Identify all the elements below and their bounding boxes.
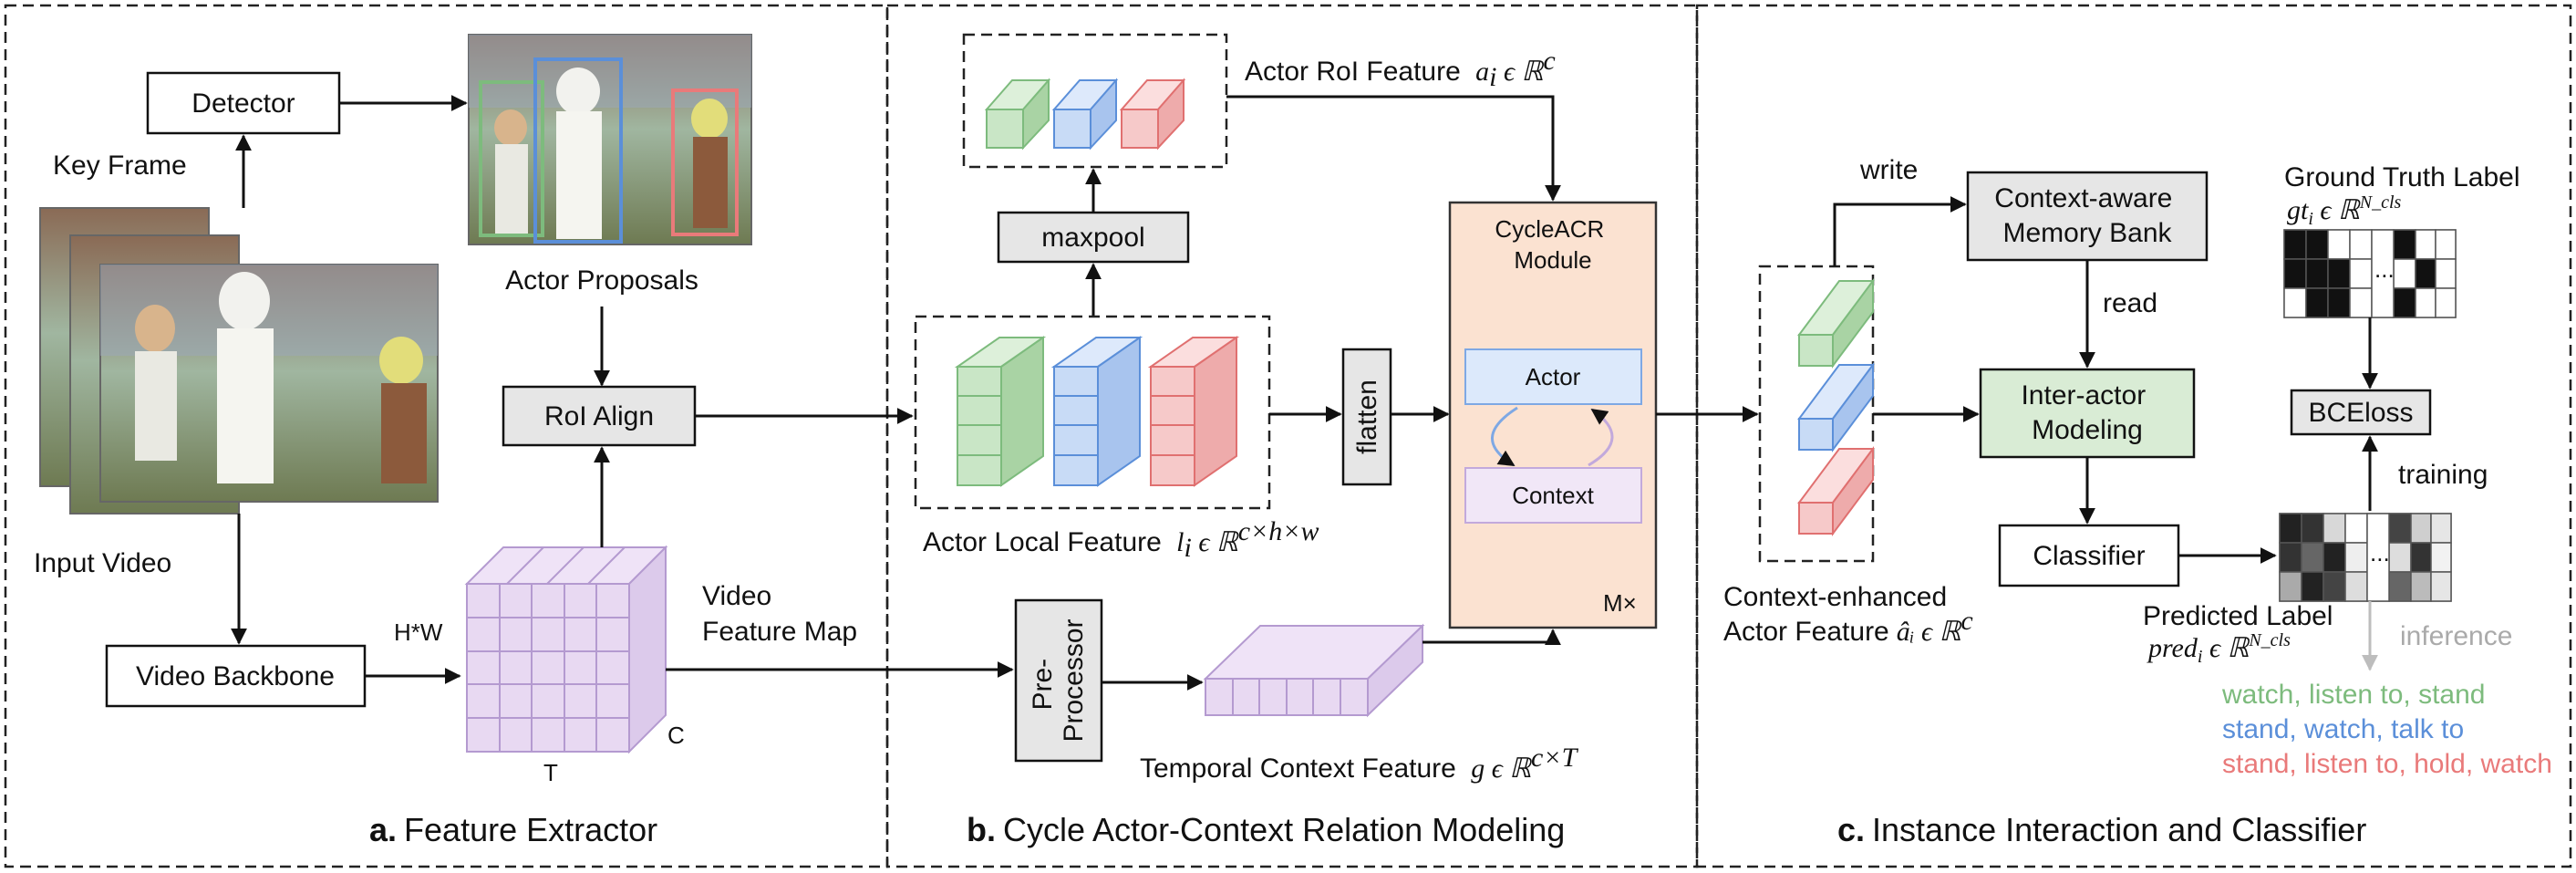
actor-local-feature-group bbox=[914, 315, 1271, 510]
cycleacr-module-box bbox=[1448, 201, 1658, 629]
flatten-label: flatten bbox=[1352, 379, 1382, 454]
detector-label: Detector bbox=[191, 88, 295, 119]
pre-processor-label: Pre- Processor bbox=[1028, 618, 1089, 742]
ground-truth-label: Ground Truth Label bbox=[2284, 162, 2520, 192]
panel-c-title: c.Instance Interaction and Classifier bbox=[1837, 811, 2366, 848]
key-frame-label: Key Frame bbox=[53, 151, 187, 181]
bceloss-label: BCEloss bbox=[2308, 398, 2413, 428]
roi-vector-red bbox=[1119, 78, 1186, 151]
video-feature-map-label-2: Feature Map bbox=[702, 617, 857, 647]
enhanced-vector-red bbox=[1797, 445, 1875, 537]
video-backbone-box bbox=[105, 644, 367, 708]
enhanced-vector-blue bbox=[1797, 361, 1875, 453]
context-inner-box bbox=[1464, 467, 1642, 524]
flatten-box bbox=[1341, 348, 1392, 486]
detection-box-green bbox=[479, 80, 544, 237]
mx-label: M× bbox=[1603, 589, 1637, 617]
video-feature-map-label-1: Video bbox=[702, 581, 771, 611]
actor-inner-box bbox=[1464, 348, 1642, 405]
c-label: C bbox=[667, 722, 685, 749]
actor-local-feature-label: Actor Local Feature li ϵ ℝc×h×w bbox=[923, 516, 1319, 563]
input-video-frames bbox=[39, 207, 439, 514]
cycle-arrow-left bbox=[1491, 406, 1518, 467]
video-feature-map-cube bbox=[464, 545, 668, 754]
local-block-green bbox=[954, 336, 1047, 487]
temporal-context-slab bbox=[1203, 623, 1425, 718]
pred-label-matrix bbox=[2279, 513, 2452, 602]
memory-bank-box bbox=[1966, 171, 2209, 262]
actor-inner-label: Actor bbox=[1526, 363, 1581, 390]
enhanced-vector-green bbox=[1797, 277, 1875, 369]
panel-c-border bbox=[1695, 4, 2572, 868]
roi-to-module-arrow bbox=[1226, 95, 1561, 202]
panel-a-title: a.Feature Extractor bbox=[369, 811, 657, 848]
roi-align-box bbox=[502, 385, 697, 447]
panel-b-title: b.Cycle Actor-Context Relation Modeling bbox=[967, 811, 1565, 848]
actor-proposals-label: Actor Proposals bbox=[505, 265, 698, 296]
pred-math: predi ϵ ℝN_cls bbox=[2147, 630, 2291, 667]
output-line-2: stand, watch, talk to bbox=[2222, 714, 2464, 744]
bceloss-box bbox=[2290, 389, 2432, 436]
t-label: T bbox=[543, 759, 558, 786]
local-block-red bbox=[1147, 336, 1240, 487]
cycle-arrow-right bbox=[1588, 408, 1614, 467]
training-label: training bbox=[2398, 460, 2488, 490]
actor-roi-feature-label: Actor RoI Feature ai ϵ ℝc bbox=[1245, 46, 1556, 92]
gt-math: gti ϵ ℝN_cls bbox=[2287, 192, 2402, 229]
temporal-context-label: Temporal Context Feature g ϵ ℝc×T bbox=[1140, 743, 1579, 784]
memory-bank-label: Context-aware Memory Bank bbox=[1994, 183, 2179, 248]
pred-ellipsis: ... bbox=[2370, 539, 2390, 566]
maxpool-label: maxpool bbox=[1041, 223, 1144, 253]
write-arrow bbox=[1833, 196, 1967, 266]
actor-roi-feature-group bbox=[962, 33, 1228, 169]
input-video-label: Input Video bbox=[34, 548, 171, 578]
temporal-to-module-arrow bbox=[1422, 629, 1561, 646]
read-label: read bbox=[2103, 288, 2157, 318]
roi-vector-green bbox=[984, 78, 1051, 151]
panel-a-border bbox=[4, 4, 889, 868]
inter-actor-box bbox=[1979, 368, 2196, 459]
cycleacr-module-title: CycleACR Module bbox=[1495, 215, 1610, 274]
classifier-label: Classifier bbox=[2033, 541, 2145, 571]
local-block-blue bbox=[1050, 336, 1143, 487]
gt-label-matrix bbox=[2283, 229, 2457, 318]
pre-processor-box bbox=[1014, 598, 1103, 763]
hw-label: H*W bbox=[394, 618, 443, 646]
context-inner-label: Context bbox=[1512, 482, 1594, 509]
predicted-label-title: Predicted Label bbox=[2143, 601, 2333, 631]
inter-actor-label: Inter-actor Modeling bbox=[2021, 380, 2153, 445]
detection-box-red bbox=[671, 88, 739, 236]
detector-box bbox=[146, 71, 341, 135]
roi-align-label: RoI Align bbox=[544, 401, 654, 431]
detection-box-blue bbox=[533, 57, 623, 244]
write-label: write bbox=[1859, 155, 1918, 185]
detection-image bbox=[468, 34, 752, 245]
output-line-3: stand, listen to, hold, watch bbox=[2222, 749, 2552, 779]
classifier-box bbox=[1998, 524, 2180, 587]
inference-label: inference bbox=[2400, 621, 2512, 651]
output-line-1: watch, listen to, stand bbox=[2221, 680, 2486, 710]
gt-ellipsis: ... bbox=[2374, 255, 2395, 283]
maxpool-box bbox=[997, 211, 1190, 264]
roi-vector-blue bbox=[1051, 78, 1119, 151]
video-backbone-label: Video Backbone bbox=[136, 661, 335, 691]
